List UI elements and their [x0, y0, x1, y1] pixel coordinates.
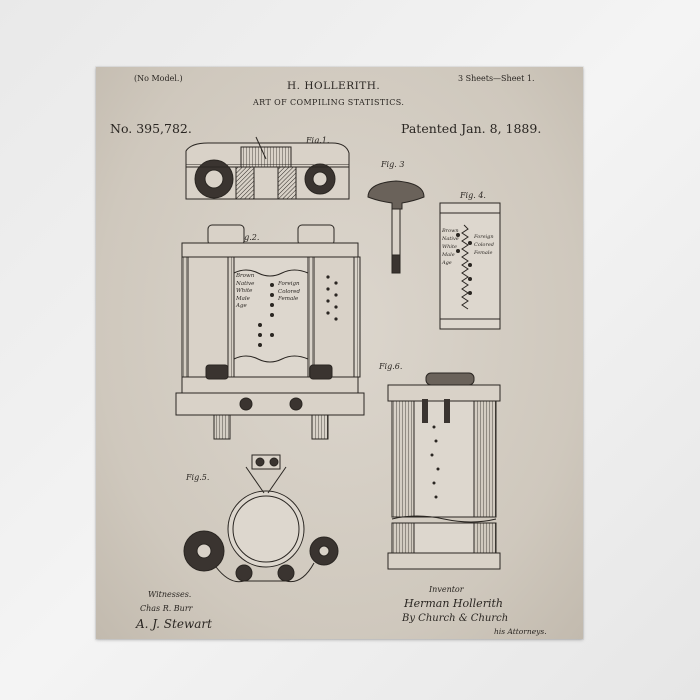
- card-label: Colored: [474, 242, 494, 248]
- witness-2-signature: A. J. Stewart: [136, 617, 212, 631]
- no-model-label: (No Model.): [134, 74, 183, 83]
- card-label: Brown: [236, 273, 255, 279]
- card-label: White: [236, 288, 253, 294]
- fig4-label: Fig. 4.: [460, 191, 486, 200]
- fig2-drawing: [175, 224, 365, 440]
- inventor-signature: Herman Hollerith: [404, 597, 503, 610]
- patent-drawings: [175, 136, 501, 583]
- fig5-drawing: [183, 454, 339, 583]
- card-label: Foreign: [474, 234, 494, 240]
- card-label: Age: [442, 260, 452, 266]
- fig4-drawing: [439, 202, 501, 330]
- card-label: Native: [236, 280, 255, 287]
- fig6-label: Fig.6.: [379, 362, 403, 371]
- patent-sheet: (No Model.) H. HOLLERITH. 3 Sheets—Sheet…: [96, 67, 583, 639]
- fig2-card-labels-right: Foreign Colored Female: [278, 281, 300, 304]
- inventor-label: Inventor: [429, 585, 464, 594]
- card-label: Male: [236, 295, 250, 302]
- fig6-drawing: [387, 372, 501, 570]
- fig1-label: Fig.1.: [306, 136, 330, 145]
- fig4-card-labels-right: Foreign Colored Female: [474, 233, 494, 257]
- patent-title: ART OF COMPILING STATISTICS.: [253, 98, 405, 107]
- inventor-name: H. HOLLERITH.: [287, 80, 381, 92]
- card-label: Female: [278, 296, 299, 302]
- card-label: Foreign: [278, 281, 300, 287]
- fig2-card-labels: Brown Native White Male Age: [236, 273, 254, 311]
- card-label: Brown: [442, 228, 459, 234]
- fig3-drawing: [367, 180, 425, 274]
- attorneys-signature: By Church & Church: [402, 613, 509, 624]
- fig4-card-labels: Brown Native White Male Age: [442, 227, 459, 267]
- fig5-label: Fig.5.: [186, 473, 210, 482]
- sheet-count: 3 Sheets—Sheet 1.: [458, 74, 535, 83]
- fig1-drawing: [185, 136, 350, 200]
- card-label: Male: [442, 252, 455, 258]
- card-label: White: [442, 244, 457, 250]
- card-label: Colored: [278, 288, 300, 295]
- patent-number: No. 395,782.: [110, 121, 192, 136]
- card-label: Female: [474, 250, 493, 256]
- witness-1-signature: Chas R. Burr: [140, 604, 193, 613]
- fig3-label: Fig. 3: [381, 160, 405, 169]
- card-label: Age: [236, 303, 247, 309]
- patent-date: Patented Jan. 8, 1889.: [401, 121, 542, 136]
- witnesses-label: Witnesses.: [148, 590, 192, 599]
- attorneys-label: his Attorneys.: [494, 627, 547, 636]
- fig2-label: Fig.2.: [236, 233, 260, 242]
- card-label: Native: [442, 236, 459, 242]
